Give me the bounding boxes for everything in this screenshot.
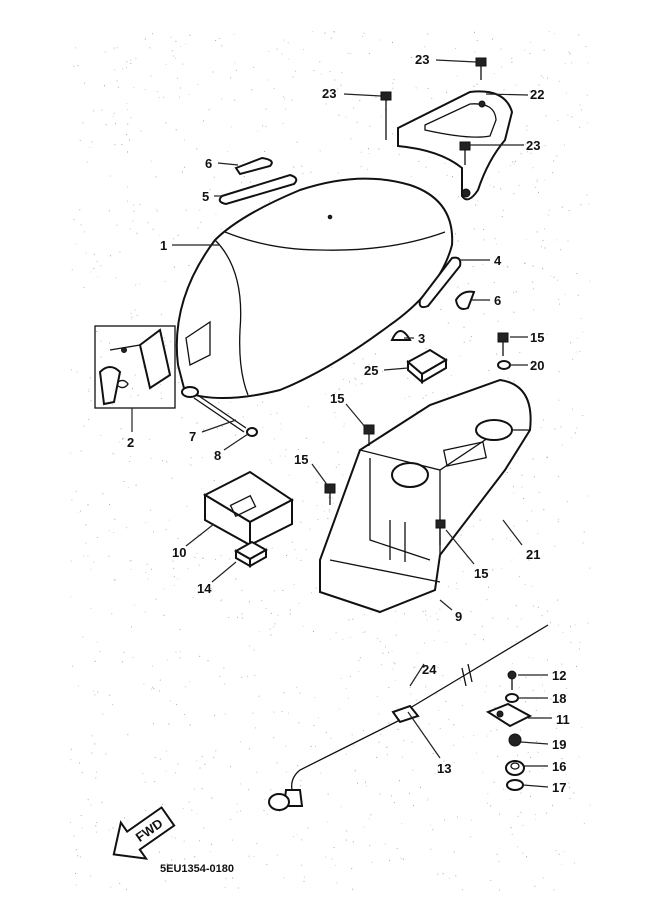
diagram-code: 5EU1354-0180: [160, 863, 234, 875]
callout-23: 23: [322, 86, 336, 101]
part-22-carrier: [397, 90, 514, 201]
callout-18: 18: [552, 691, 566, 706]
callout-7: 7: [189, 429, 196, 444]
callout-15: 15: [474, 566, 488, 581]
part-9-storage-box: [319, 378, 532, 614]
callout-16: 16: [552, 759, 566, 774]
part-13-lock-cable: [268, 624, 549, 811]
callout-15: 15: [294, 452, 308, 467]
part-18-washer: [505, 693, 519, 703]
callout-6: 6: [494, 293, 501, 308]
callout-14: 14: [197, 581, 212, 596]
callout-20: 20: [530, 358, 544, 373]
callout-2: 2: [127, 435, 134, 450]
callout-25: 25: [364, 363, 378, 378]
part-5-damper: [218, 173, 298, 206]
part-6-damper-top: [234, 156, 273, 176]
callout-9: 9: [455, 609, 462, 624]
callout-8: 8: [214, 448, 221, 463]
callout-labels: 23 23 22 23 6 5 1 4 6 3 15 25 20 15 2 7 …: [127, 52, 570, 795]
part-3-rubber: [390, 330, 412, 341]
callout-19: 19: [552, 737, 566, 752]
part-16-grommet: [505, 760, 525, 776]
callout-17: 17: [552, 780, 566, 795]
leader-lines: [131, 59, 552, 788]
part-15-bolt-box-left: [324, 483, 336, 505]
part-10-tray: [202, 470, 294, 547]
part-15-bolt-right: [497, 332, 509, 356]
callout-12: 12: [552, 668, 566, 683]
callout-5: 5: [202, 189, 209, 204]
callout-6: 6: [205, 156, 212, 171]
part-24-hose: [394, 621, 408, 687]
callout-23: 23: [415, 52, 429, 67]
fwd-arrow: FWD: [112, 806, 176, 860]
callout-21: 21: [526, 547, 540, 562]
part-19-nut: [508, 733, 522, 747]
part-15-bolt-box-right: [435, 519, 446, 545]
part-14-damper-block: [233, 540, 269, 568]
part-21-hose: [494, 493, 514, 561]
callout-23: 23: [526, 138, 540, 153]
part-4-damper: [418, 256, 462, 309]
part-7-hinge-bolt: [181, 386, 247, 433]
callout-24: 24: [422, 662, 437, 677]
callout-4: 4: [494, 253, 502, 268]
callout-22: 22: [530, 87, 544, 102]
callout-11: 11: [556, 712, 570, 727]
callout-1: 1: [160, 238, 167, 253]
part-6-damper-side: [454, 290, 476, 310]
part-2-lock-inset: [94, 325, 176, 409]
part-15-bolt-box-top: [363, 424, 375, 446]
part-20-washer: [497, 360, 511, 370]
part-1-seat: [175, 177, 454, 399]
callout-15: 15: [330, 391, 344, 406]
part-11-bracket: [485, 702, 533, 728]
callout-15: 15: [530, 330, 544, 345]
part-25-damper-block: [406, 348, 448, 385]
callout-10: 10: [172, 545, 186, 560]
part-17-collar: [506, 779, 524, 791]
part-12-screw: [507, 670, 517, 690]
callout-13: 13: [437, 761, 451, 776]
callout-3: 3: [418, 331, 425, 346]
part-8-washer: [246, 427, 258, 437]
